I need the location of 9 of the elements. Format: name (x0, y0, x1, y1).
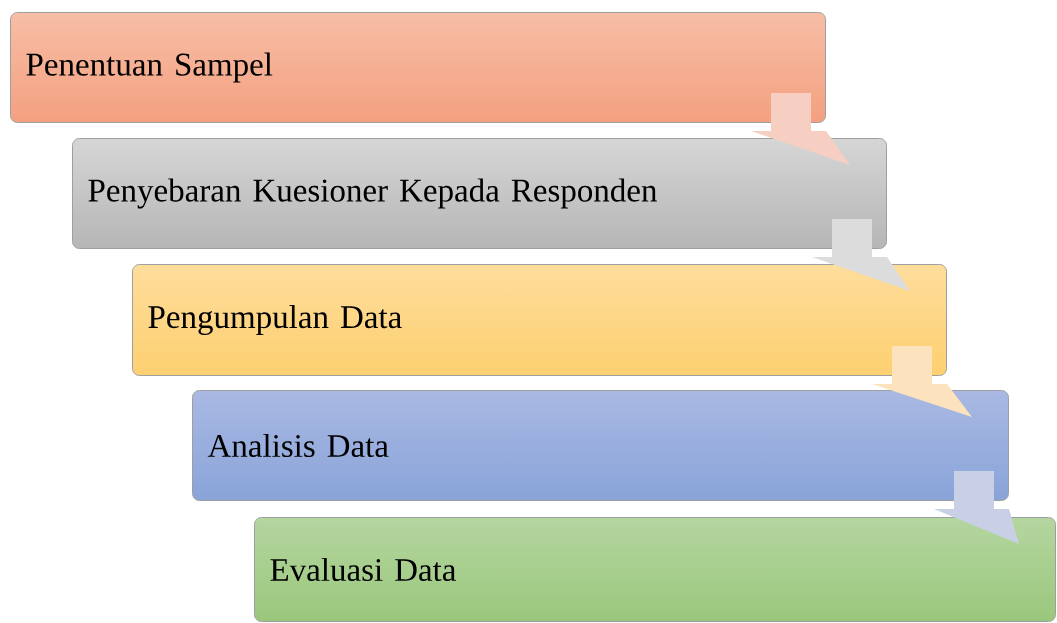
down-arrow (872, 346, 972, 417)
process-box: Penentuan Sampel (10, 12, 826, 123)
process-box: Penyebaran Kuesioner Kepada Responden (72, 138, 887, 249)
process-box: Analisis Data (192, 390, 1009, 501)
down-arrow (751, 93, 850, 165)
down-arrow (812, 219, 910, 291)
down-arrow (934, 471, 1019, 544)
process-box: Pengumpulan Data (132, 264, 947, 376)
process-box: Evaluasi Data (254, 517, 1056, 622)
